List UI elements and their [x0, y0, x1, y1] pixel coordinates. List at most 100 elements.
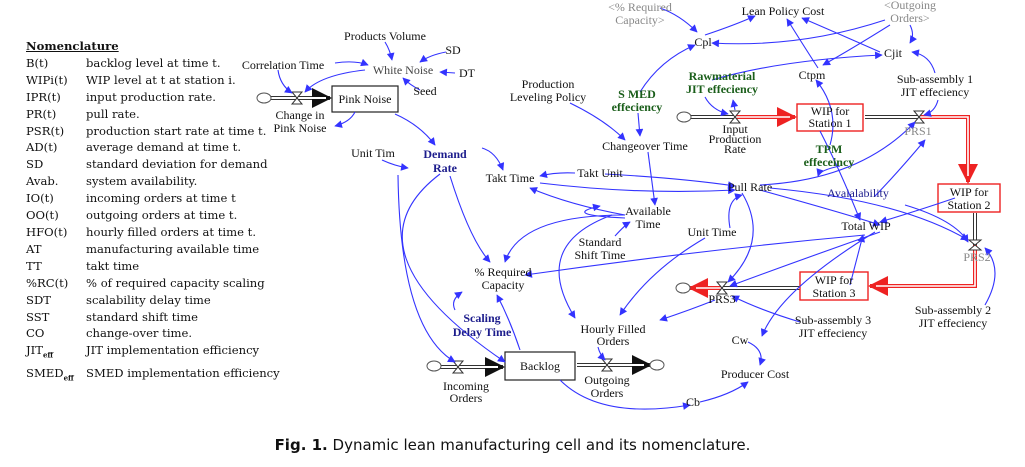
- term-text: IPR(t): [26, 89, 61, 104]
- nomenclature-item: B(t) backlog level at time t.: [26, 55, 280, 72]
- term-text: AD(t): [26, 140, 58, 155]
- nomenclature-desc: standard deviation for demand: [86, 157, 268, 172]
- label-takt-unit: Takt Unit: [577, 166, 623, 180]
- nomenclature-item: Avab. system availability.: [26, 173, 280, 190]
- nomenclature-term: SD: [26, 156, 86, 173]
- nomenclature-item: %RC(t)% of required capacity scaling: [26, 275, 280, 292]
- nomenclature-desc: production start rate at time t.: [86, 123, 267, 138]
- nomenclature-term: SMEDeff: [26, 365, 86, 387]
- caption-text: Dynamic lean manufacturing cell and its …: [327, 436, 751, 454]
- nomenclature-desc: system availability.: [86, 174, 198, 189]
- label-ctpm: Ctpm: [799, 68, 826, 82]
- nomenclature-desc: SMED implementation efficiency: [86, 365, 280, 380]
- label-pink-noise: Pink Noise: [338, 92, 391, 106]
- label-dt: DT: [459, 66, 476, 80]
- label-unit-time: Unit Time: [687, 225, 736, 239]
- nomenclature-term: %RC(t): [26, 275, 86, 292]
- label-correlation-time: Correlation Time: [242, 58, 324, 72]
- nomenclature-item: AD(t) average demand at time t.: [26, 139, 280, 156]
- nomenclature-term: CO: [26, 325, 86, 342]
- nomenclature-item: PR(t)pull rate.: [26, 106, 280, 123]
- figure-caption: Fig. 1. Dynamic lean manufacturing cell …: [0, 436, 1025, 454]
- term-text: SD: [26, 157, 44, 172]
- valve-icon: [715, 281, 729, 295]
- valve-icon: [451, 360, 465, 374]
- cloud-icon: [675, 282, 691, 294]
- label-prs1: PRS1: [904, 124, 931, 138]
- nomenclature-desc: pull rate.: [86, 106, 140, 121]
- nomenclature-term: B(t): [26, 55, 86, 72]
- label-cb: Cb: [686, 395, 700, 409]
- nomenclature-desc: scalability delay time: [86, 292, 211, 307]
- label-total-wip: Total WIP: [841, 219, 891, 233]
- nomenclature-item: PSR(t) production start rate at time t.: [26, 123, 280, 140]
- nomenclature-desc: incoming orders at time t: [86, 191, 236, 206]
- cloud-icon: [426, 360, 442, 372]
- nomenclature-term: IO(t): [26, 190, 86, 207]
- nomenclature-term: AT: [26, 241, 86, 258]
- term-text: WIPi(t): [26, 72, 68, 87]
- term-text: SMED: [26, 365, 64, 380]
- nomenclature-term: HFO(t): [26, 224, 86, 241]
- nomenclature-term: OO(t): [26, 207, 86, 224]
- caption-label: Fig. 1.: [274, 436, 328, 454]
- term-text: AT: [26, 241, 42, 256]
- label-products-volume: Products Volume: [344, 29, 426, 43]
- variable-labels: Products Volume SD DT Seed White Noise C…: [242, 0, 991, 409]
- nomenclature-desc: input production rate.: [86, 89, 216, 104]
- nomenclature-term: TT: [26, 258, 86, 275]
- label-cjit: Cjit: [884, 46, 903, 60]
- term-text: Avab.: [26, 174, 59, 189]
- valve-icon: [967, 239, 983, 251]
- nomenclature-desc: average demand at time t.: [86, 140, 242, 155]
- term-text: B(t): [26, 55, 49, 70]
- label-sd: SD: [445, 43, 461, 57]
- label-takt-time: Takt Time: [486, 171, 535, 185]
- term-subscript: eff: [63, 372, 74, 382]
- nomenclature-item: IO(t) incoming orders at time t: [26, 190, 280, 207]
- label-cpl: Cpl: [694, 35, 712, 49]
- nomenclature-item: IPR(t) input production rate.: [26, 89, 280, 106]
- term-text: %RC(t): [26, 275, 69, 290]
- label-cw: Cw: [732, 333, 749, 347]
- stock-wip-station-2: [937, 183, 1001, 213]
- term-text: PSR(t): [26, 123, 65, 138]
- nomenclature-desc: backlog level at time t.: [86, 55, 221, 70]
- nomenclature-term: Avab.: [26, 173, 86, 190]
- nomenclature-term: PSR(t): [26, 123, 86, 140]
- stock-backlog: [504, 351, 576, 381]
- label-availability: Avaialability: [827, 186, 889, 200]
- term-text: IO(t): [26, 191, 54, 206]
- nomenclature-desc: WIP level at t at station i.: [86, 72, 236, 87]
- nomenclature-term: IPR(t): [26, 89, 86, 106]
- term-text: OO(t): [26, 208, 59, 223]
- term-text: HFO(t): [26, 224, 68, 239]
- nomenclature-desc: takt time: [86, 258, 140, 273]
- nomenclature-desc: outgoing orders at time t.: [86, 208, 238, 223]
- nomenclature-desc: hourly filled orders at time t.: [86, 224, 257, 239]
- valve-icon: [728, 110, 742, 124]
- label-pull-rate: Pull Rate: [728, 180, 772, 194]
- label-prs3: PRS3: [708, 292, 735, 306]
- term-text: SST: [26, 309, 50, 324]
